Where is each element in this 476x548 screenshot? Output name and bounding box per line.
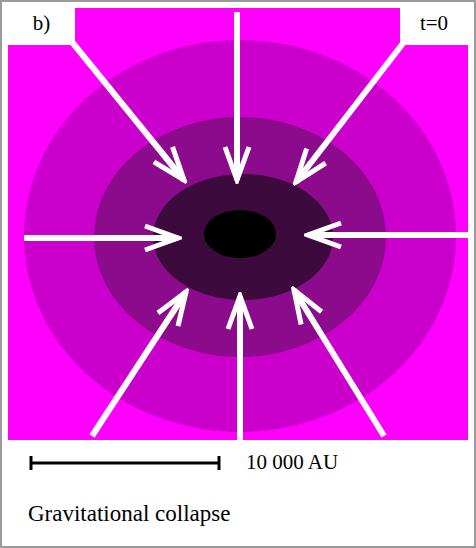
infall-arrow [294, 290, 384, 436]
background-cloud [8, 8, 468, 440]
scale-label: 10 000 AU [246, 451, 338, 474]
inner-shell [153, 174, 333, 300]
infall-arrow [234, 12, 240, 180]
scale-bar-tick [218, 456, 221, 470]
dense-core [204, 210, 276, 258]
panel-label: b) [8, 12, 75, 35]
scale-bar [30, 462, 220, 465]
scale-bar-tick [30, 456, 33, 470]
panel-label-box [8, 8, 75, 45]
time-label-box [400, 8, 468, 45]
infall-arrow [308, 232, 470, 238]
infall-arrow [24, 235, 178, 241]
infall-arrow [72, 42, 184, 180]
infall-arrow [237, 296, 243, 440]
infall-arrow [92, 292, 186, 436]
time-label: t=0 [400, 12, 468, 35]
infall-arrow [296, 42, 404, 182]
figure-caption: Gravitational collapse [28, 501, 230, 526]
